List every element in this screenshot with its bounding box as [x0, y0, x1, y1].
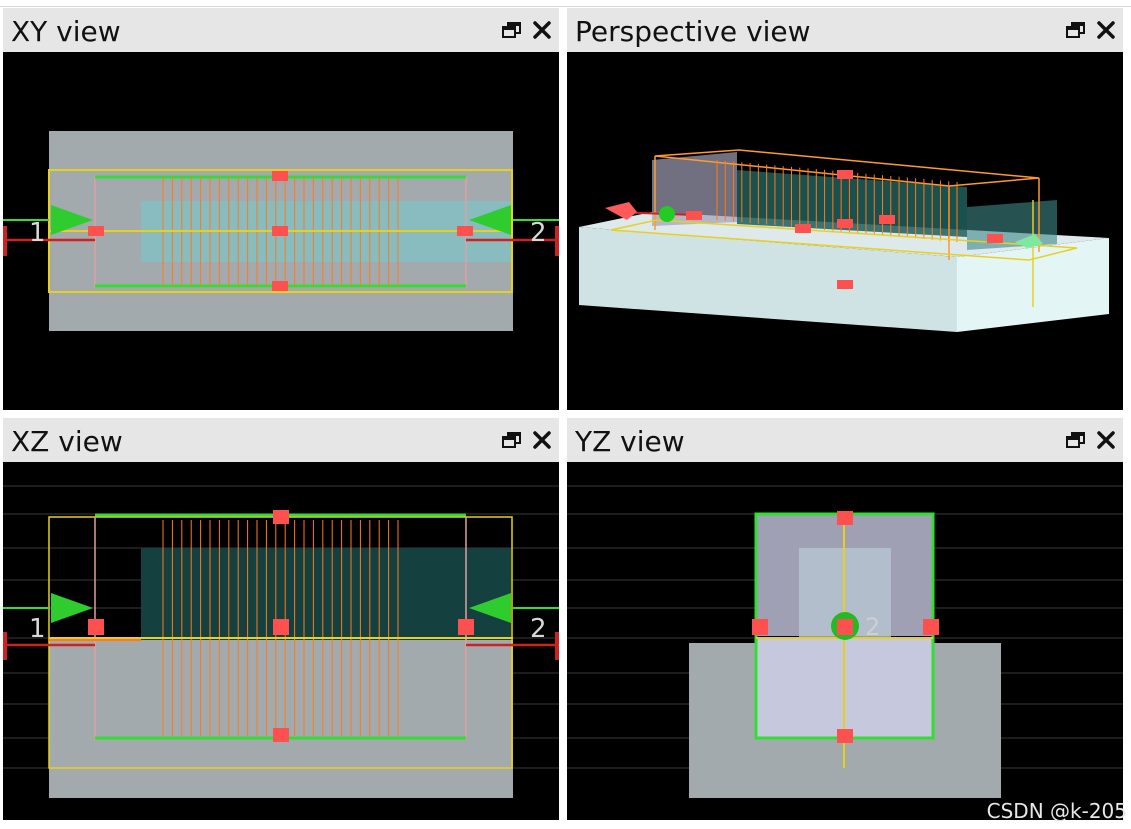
xz-view-window[interactable]: XZ view: [3, 418, 559, 820]
close-icon[interactable]: [1093, 16, 1119, 44]
xy-view-titlebar[interactable]: XY view: [3, 8, 559, 52]
watermark-text: CSDN @k-205: [986, 799, 1127, 823]
window-restore-icon[interactable]: [499, 16, 525, 44]
close-icon[interactable]: [529, 16, 555, 44]
grating-lines: [162, 520, 399, 736]
substrate-front-face: [579, 227, 957, 332]
yz-view-titlebar[interactable]: YZ view: [567, 418, 1123, 462]
port1-label: 1: [29, 614, 46, 644]
port2-cone-icon: [1015, 234, 1043, 248]
xz-view-title: XZ view: [11, 425, 123, 458]
xz-viewport[interactable]: 1 2: [3, 462, 559, 820]
window-restore-icon[interactable]: [499, 426, 525, 454]
perspective-view-titlebar[interactable]: Perspective view: [567, 8, 1123, 52]
port1-cone-icon: [605, 202, 637, 220]
window-restore-icon[interactable]: [1063, 426, 1089, 454]
perspective-view-window[interactable]: Perspective view: [567, 8, 1123, 410]
xz-view-titlebar[interactable]: XZ view: [3, 418, 559, 462]
yz-view-window[interactable]: YZ view 2: [567, 418, 1123, 820]
substrate-rect: [49, 640, 513, 798]
monitor-region: [141, 548, 511, 640]
port2-label: 2: [530, 218, 547, 248]
perspective-viewport[interactable]: [567, 52, 1123, 410]
xy-view-title: XY view: [11, 15, 121, 48]
xy-viewport[interactable]: 1 2: [3, 52, 559, 410]
close-icon[interactable]: [1093, 426, 1119, 454]
port1-arrow-icon: [51, 593, 93, 623]
sim-region-side: [652, 152, 737, 226]
close-icon[interactable]: [529, 426, 555, 454]
grating-lines: [716, 160, 958, 242]
port2-label: 2: [865, 613, 880, 641]
port1-arrow-icon: [51, 205, 93, 235]
xy-view-window[interactable]: XY view: [3, 8, 559, 410]
teal-monitor: [737, 170, 967, 237]
port1-label: 1: [29, 218, 46, 248]
port2-arrow-icon: [469, 205, 511, 235]
yz-view-title: YZ view: [575, 425, 685, 458]
top-border: [0, 0, 1131, 7]
yz-viewport[interactable]: 2: [567, 462, 1123, 820]
window-restore-icon[interactable]: [1063, 16, 1089, 44]
port2-label: 2: [530, 614, 547, 644]
perspective-view-title: Perspective view: [575, 15, 811, 48]
grating-lines: [162, 177, 399, 286]
port2-arrow-icon: [469, 593, 511, 623]
